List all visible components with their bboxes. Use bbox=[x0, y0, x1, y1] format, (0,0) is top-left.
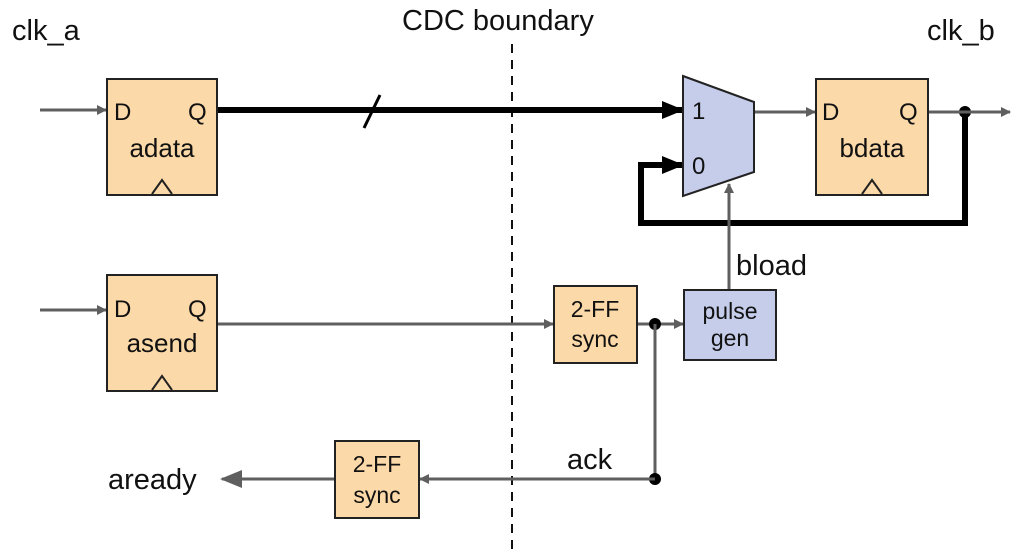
asend-q-pin: Q bbox=[188, 296, 207, 323]
adata-d-pin: D bbox=[114, 99, 131, 126]
adata-clock-icon bbox=[151, 178, 173, 195]
sync-forward-box: 2-FF sync bbox=[553, 285, 638, 364]
asend-d-pin: D bbox=[114, 296, 131, 323]
pulse-gen-line1: pulse bbox=[703, 298, 758, 324]
sync-back-line1: 2-FF bbox=[353, 451, 402, 477]
bdata-flop: D Q bdata bbox=[815, 78, 929, 196]
adata-flop: D Q adata bbox=[106, 78, 218, 196]
bus-width-slash bbox=[362, 94, 382, 129]
bdata-q-pin: Q bbox=[899, 99, 918, 126]
bdata-d-pin: D bbox=[822, 99, 839, 126]
mux-input-1-label: 1 bbox=[692, 98, 705, 125]
ack-label: ack bbox=[567, 444, 613, 476]
asend-flop: D Q asend bbox=[106, 274, 218, 392]
clk-b-label: clk_b bbox=[927, 15, 995, 47]
feedback-loop-wire bbox=[638, 112, 968, 226]
bload-label: bload bbox=[736, 250, 807, 282]
mux: 1 0 bbox=[682, 74, 755, 198]
sync-forward-line1: 2-FF bbox=[571, 296, 620, 322]
bdata-name: bdata bbox=[839, 133, 905, 163]
pulse-gen-line2: gen bbox=[711, 325, 749, 351]
cdc-boundary-label: CDC boundary bbox=[402, 5, 594, 37]
adata-name: adata bbox=[129, 133, 195, 163]
adata-q-pin: Q bbox=[188, 99, 207, 126]
sync-forward-line2: sync bbox=[571, 326, 618, 352]
clk-a-label: clk_a bbox=[12, 15, 81, 47]
sync-back-box: 2-FF sync bbox=[334, 440, 420, 519]
asend-clock-icon bbox=[151, 374, 173, 391]
mux-input-0-label: 0 bbox=[692, 153, 705, 180]
aready-label: aready bbox=[108, 464, 197, 496]
pulse-gen-box: pulse gen bbox=[683, 289, 777, 361]
bdata-clock-icon bbox=[861, 178, 883, 195]
asend-name: asend bbox=[127, 328, 198, 358]
sync-back-line2: sync bbox=[353, 482, 400, 508]
